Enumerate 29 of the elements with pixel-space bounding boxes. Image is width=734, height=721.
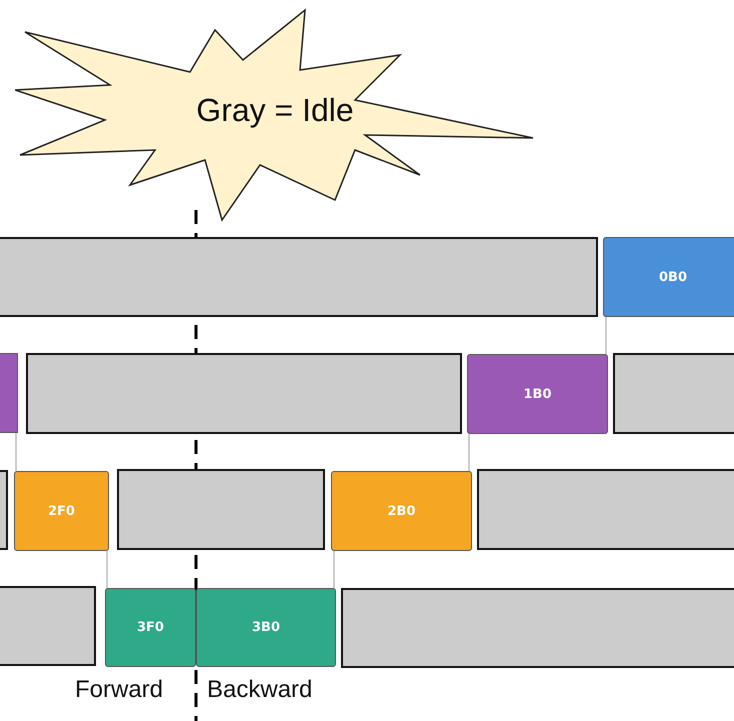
task-label: 2F0: [48, 504, 75, 518]
task-block: [0, 353, 18, 433]
dependency-line: [605, 317, 607, 354]
idle-block: [477, 469, 734, 550]
phase-label: Forward: [75, 676, 164, 704]
task-block: [196, 588, 336, 667]
phase-label: Backward: [207, 676, 312, 704]
idle-block: [341, 588, 734, 668]
task-block: [603, 237, 734, 317]
task-block: [467, 354, 608, 434]
task-label: 3F0: [137, 620, 164, 635]
dependency-line: [333, 551, 335, 588]
starburst-callout: [15, 8, 535, 222]
dependency-line: [106, 551, 108, 588]
task-label: 0B0: [659, 270, 687, 284]
dependency-line: [15, 433, 17, 471]
idle-block: [26, 353, 462, 434]
idle-block: [117, 469, 325, 550]
idle-block: [0, 237, 598, 317]
task-block: [105, 588, 196, 667]
task-label: 1B0: [524, 386, 552, 402]
task-label: 2B0: [388, 504, 416, 518]
dependency-line: [468, 434, 470, 471]
idle-block: [0, 586, 96, 666]
callout-text: Gray = Idle: [196, 92, 354, 128]
idle-block: [613, 353, 734, 434]
task-label: 3B0: [252, 620, 280, 635]
task-block: [331, 471, 472, 551]
task-block: [14, 471, 109, 551]
